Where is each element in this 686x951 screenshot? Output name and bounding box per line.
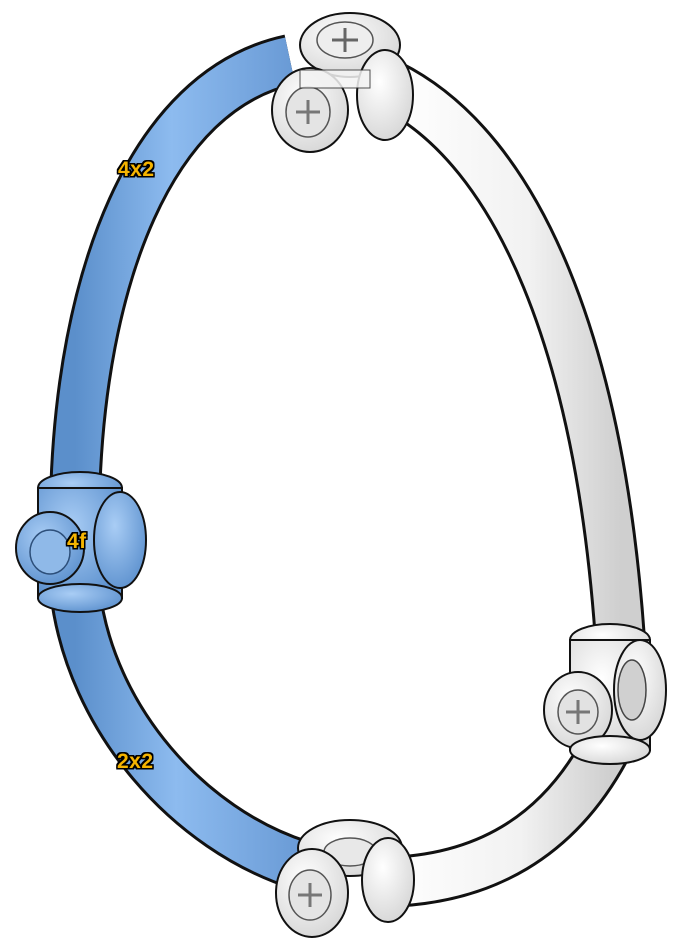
connector-right xyxy=(544,624,666,764)
tube-right-lower xyxy=(385,740,610,882)
connector-top xyxy=(272,13,413,152)
tube-right-upper xyxy=(390,85,620,640)
segment-label-top: 4x2 xyxy=(118,158,155,182)
tube-bottom-left xyxy=(75,590,300,865)
segment-label-bottom: 2x2 xyxy=(117,750,154,774)
tube-top-left xyxy=(75,60,290,500)
connector-label: 4f xyxy=(67,530,87,554)
